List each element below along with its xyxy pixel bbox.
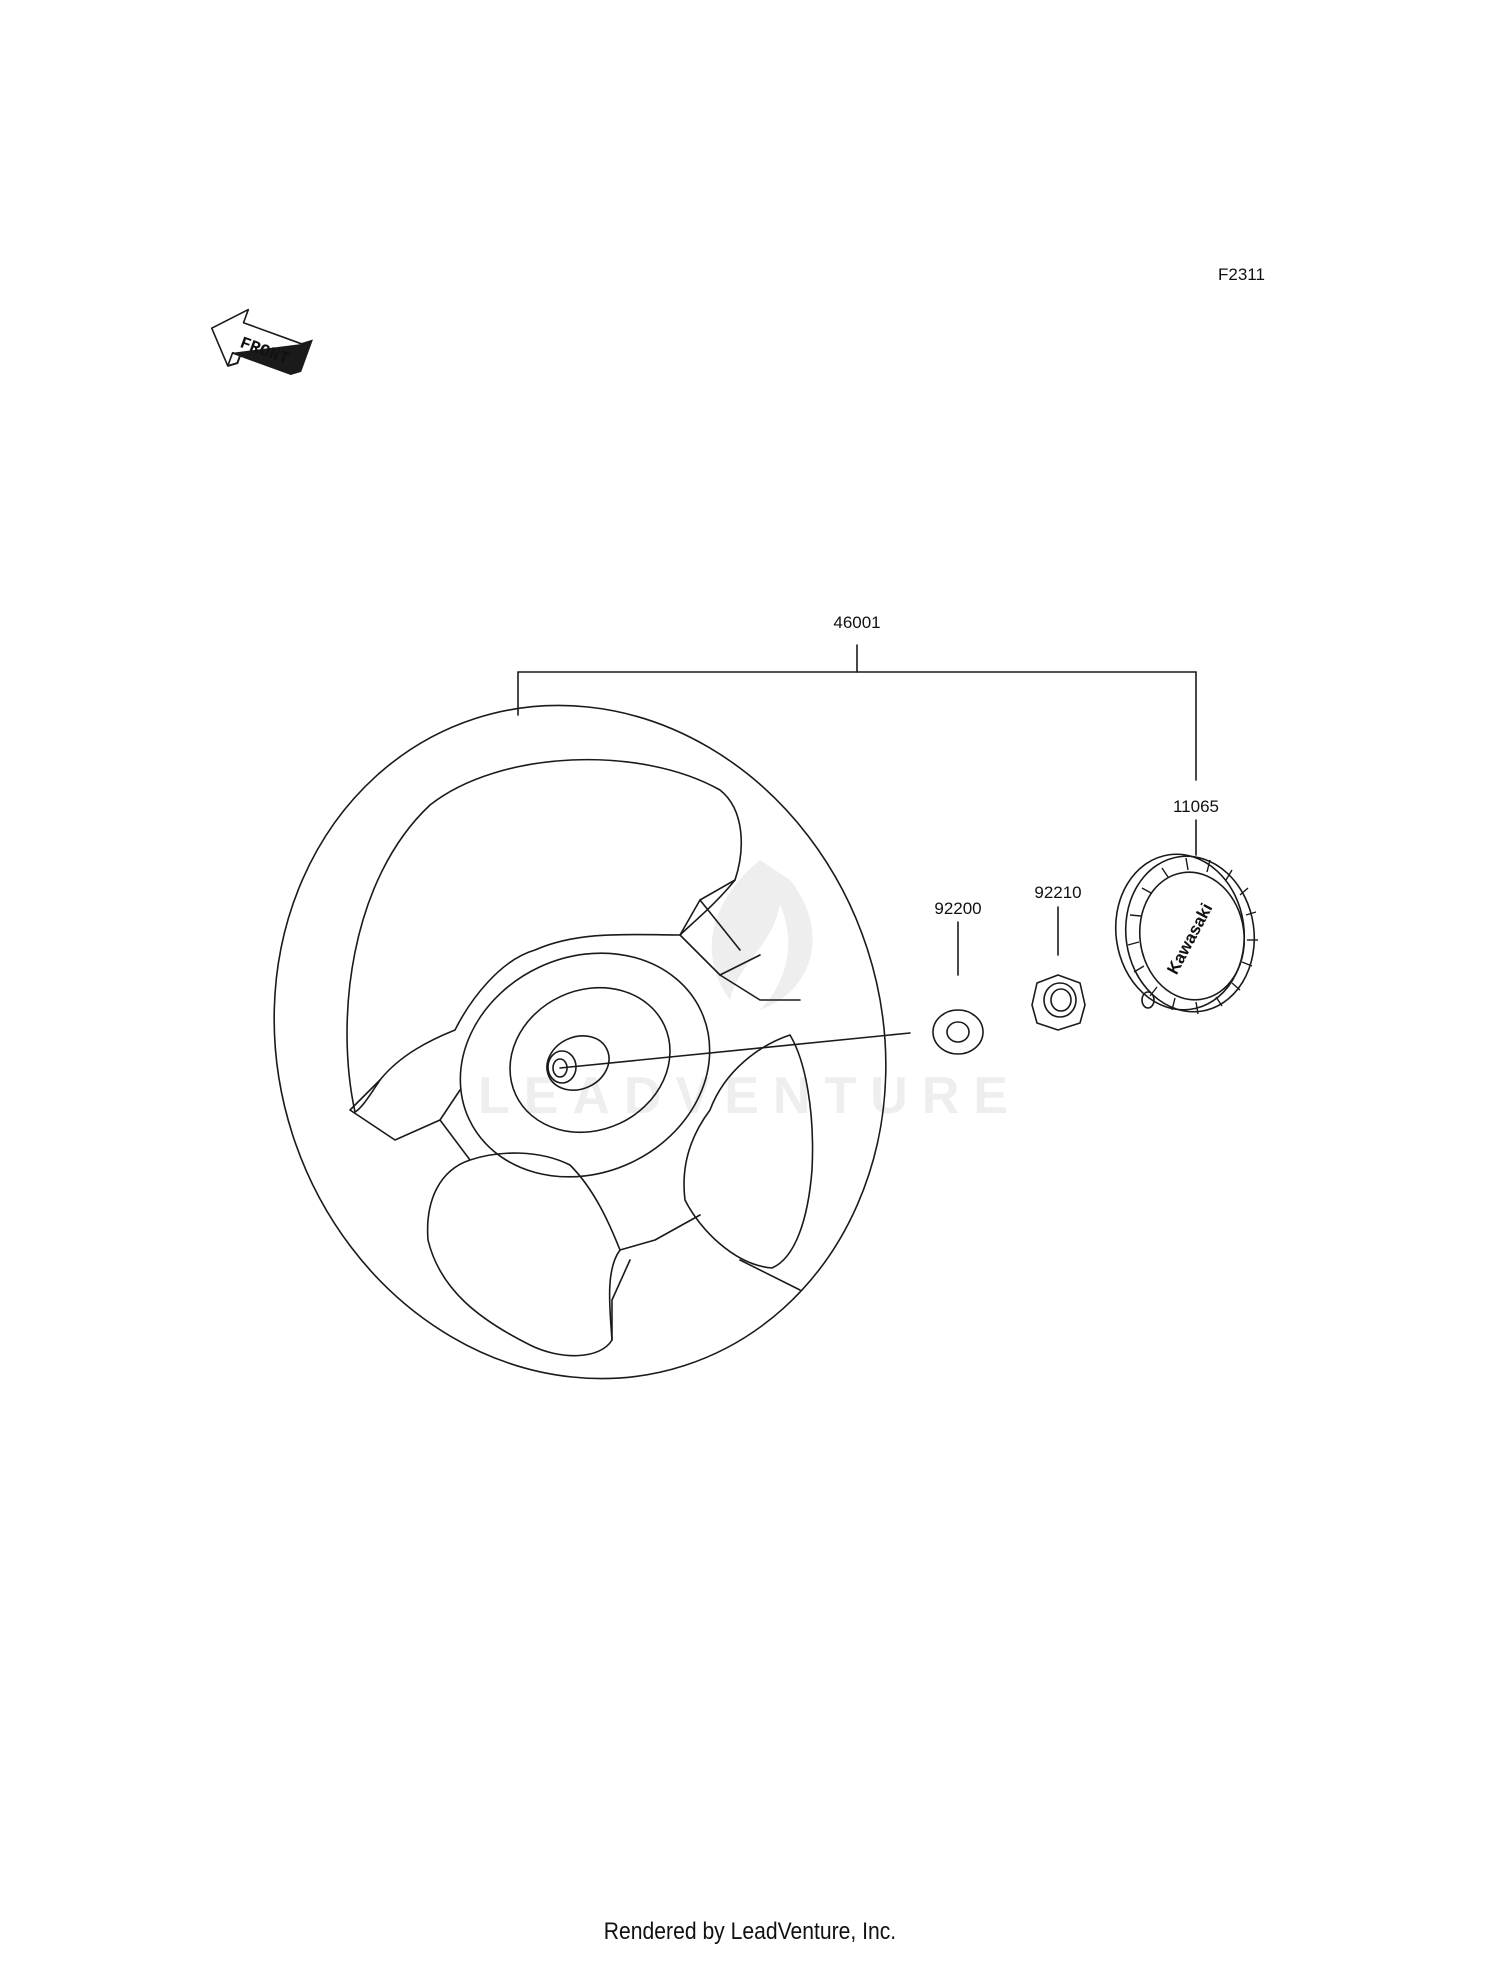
diagram-code-label: F2311 bbox=[1218, 265, 1265, 284]
assembly-bracket bbox=[517, 644, 1197, 781]
part-number-92200: 92200 bbox=[934, 899, 981, 918]
washer-92200 bbox=[932, 921, 984, 1055]
footer-credit: Rendered by LeadVenture, Inc. bbox=[603, 1918, 897, 1945]
front-arrow-icon: FRONT bbox=[210, 308, 313, 376]
part-number-92210: 92210 bbox=[1034, 883, 1081, 902]
watermark-text: LEADVENTURE bbox=[478, 1067, 1022, 1125]
horn-cap-11065: Kawasaki bbox=[1114, 819, 1258, 1015]
watermark: LEADVENTURE bbox=[478, 860, 1022, 1125]
cap-logo-text: Kawasaki bbox=[1163, 900, 1216, 977]
steering-wheel-drawing bbox=[273, 704, 911, 1380]
part-number-11065: 11065 bbox=[1173, 797, 1219, 816]
part-number-46001: 46001 bbox=[833, 613, 880, 632]
nut-92210 bbox=[1031, 906, 1086, 1031]
